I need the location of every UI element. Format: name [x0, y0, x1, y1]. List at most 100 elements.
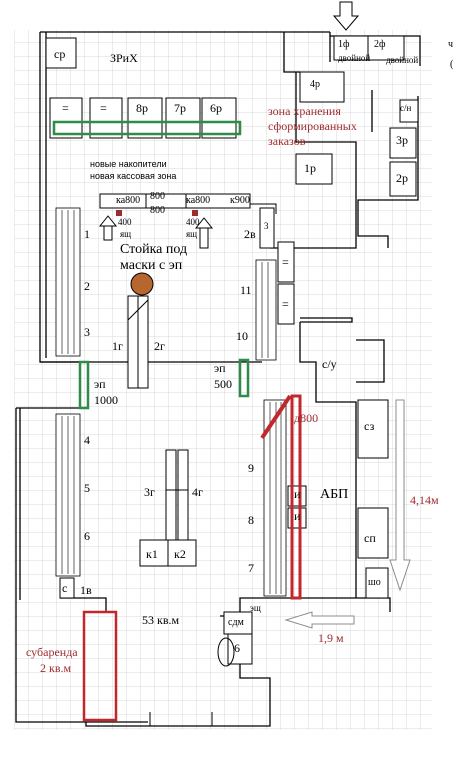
- box-c: [59, 577, 75, 599]
- wall-lower-left: [15, 408, 148, 723]
- label-eq-right1: =: [282, 255, 289, 269]
- label-subrent-a: субаренда: [26, 645, 78, 659]
- label-ka800a: ка800: [116, 195, 141, 206]
- green-ep500: [238, 358, 250, 398]
- label-num2: 2: [84, 279, 90, 293]
- label-area: 53 кв.м: [142, 613, 180, 627]
- wall-top-step: [283, 32, 421, 73]
- top-rack-eq1: [49, 97, 83, 139]
- cash-red-2: [192, 210, 198, 216]
- red-door-swing: [260, 394, 292, 440]
- label-edge-paren: (: [450, 59, 454, 70]
- cash-zone-mid: [145, 193, 187, 209]
- label-sp: сп: [364, 531, 376, 545]
- exit-steps: [149, 712, 213, 726]
- label-1g: 1г: [112, 339, 123, 353]
- label-box2: ящ: [186, 229, 198, 239]
- label-3r: 3р: [396, 133, 408, 147]
- box-2r: [389, 161, 417, 197]
- label-num9: 9: [248, 461, 254, 475]
- label-2v: 2в: [244, 227, 256, 241]
- island-conn-lines: [127, 299, 188, 491]
- label-new-storage: новые накопители: [90, 159, 167, 169]
- box-sho: [365, 567, 389, 599]
- label-sz: сз: [364, 419, 375, 433]
- box-sz: [357, 399, 389, 459]
- sdm-round: [217, 637, 235, 667]
- label-subrent-b: 2 кв.м: [40, 661, 72, 675]
- label-sho: шо: [368, 577, 381, 588]
- red-subrent: [82, 610, 118, 722]
- island-1g: [127, 295, 139, 389]
- box-3r: [389, 127, 417, 159]
- label-new-cash: новая кассовая зона: [90, 171, 177, 181]
- label-1r: 1р: [304, 161, 316, 175]
- label-3g: 3г: [144, 485, 155, 499]
- island-4g: [177, 449, 189, 541]
- label-ep1000-b: 1000: [94, 393, 118, 407]
- wall-left-gap: [16, 361, 80, 409]
- label-num4: 4: [84, 433, 90, 447]
- label-ka800b: ка800: [186, 195, 211, 206]
- label-num10: 10: [236, 329, 248, 343]
- label-cn: с/н: [400, 103, 412, 113]
- top-rack-eq2: [89, 97, 123, 139]
- rack-right-lower: [263, 399, 287, 597]
- green-ep1000: [78, 360, 90, 410]
- box-six: [227, 633, 253, 665]
- label-i2: и: [294, 509, 301, 523]
- wall-right-lower: [356, 339, 385, 383]
- island-3g: [165, 449, 177, 541]
- label-i1: и: [294, 487, 301, 501]
- label-six: 6: [234, 641, 240, 655]
- dim-arrow-414: [389, 399, 411, 592]
- rack-hatch-right-lower: [269, 402, 282, 594]
- box-right-eq1: [277, 241, 295, 283]
- label-4r: 4р: [310, 79, 320, 90]
- label-num5: 5: [84, 481, 90, 495]
- label-ep500-a: эп: [214, 361, 226, 375]
- label-double1: двойной: [338, 53, 371, 63]
- box-4r: [299, 71, 345, 103]
- label-sdm: сдм: [228, 617, 244, 628]
- label-num3: 3: [84, 325, 90, 339]
- box-cn: [399, 99, 419, 123]
- box-1r: [295, 153, 333, 185]
- green-top-rack: [52, 120, 242, 136]
- label-num7: 7: [248, 561, 254, 575]
- arrow-up-right: [194, 217, 214, 249]
- box-2f: [367, 35, 405, 61]
- label-su: с/у: [322, 357, 337, 371]
- label-num8: 8: [248, 513, 254, 527]
- box-sp: [357, 507, 389, 559]
- box-3-small: [259, 207, 275, 249]
- top-rack-8r: [127, 97, 163, 139]
- label-double2: двойной: [386, 55, 419, 65]
- label-size-19: 1,9 м: [318, 631, 344, 645]
- label-ep500-b: 500: [214, 377, 232, 391]
- label-6r: 6р: [210, 101, 222, 115]
- label-2r: 2р: [396, 171, 408, 185]
- label-esh: эщ: [250, 603, 261, 613]
- label-d800a: 800: [150, 191, 165, 202]
- label-ep1000-a: эп: [94, 377, 106, 391]
- top-rack-6r: [201, 97, 237, 139]
- label-k1: к1: [146, 547, 158, 561]
- label-box1: ящ: [120, 229, 132, 239]
- island-2g: [137, 295, 149, 389]
- label-eq1: =: [62, 101, 69, 115]
- wall-su: [299, 322, 357, 598]
- label-d800-door: д800: [294, 411, 319, 425]
- mask-stand-circle: [130, 272, 154, 296]
- counter-line-k900: [250, 203, 277, 214]
- top-rack-7r: [165, 97, 201, 139]
- label-2f: 2ф: [374, 39, 386, 50]
- rack-right-upper: [255, 259, 277, 361]
- rack-hatch-left-lower: [61, 416, 75, 574]
- rack-hatch-right-upper: [261, 262, 269, 358]
- label-num6: 6: [84, 529, 90, 543]
- label-1v: 1в: [80, 583, 92, 597]
- label-num1: 1: [84, 227, 90, 241]
